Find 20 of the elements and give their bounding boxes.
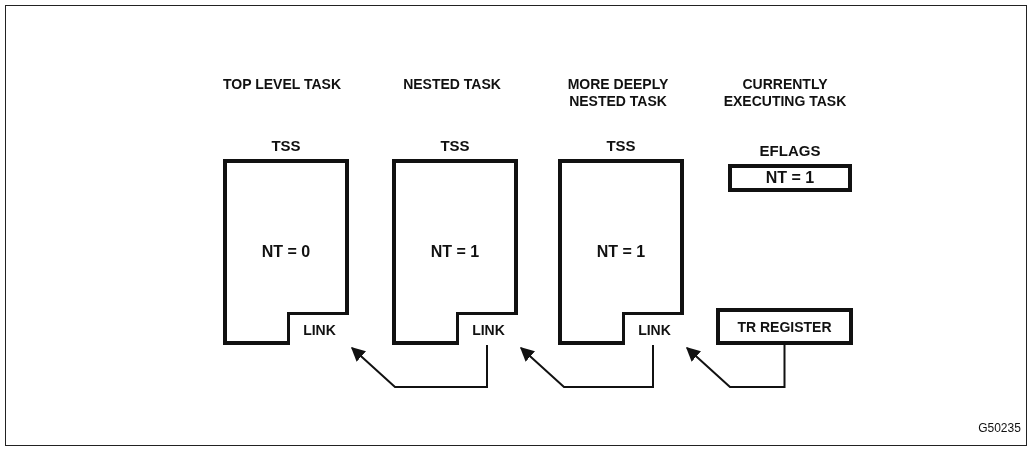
link-field: LINK <box>456 312 518 345</box>
nt-flag-value: NT = 1 <box>595 243 647 261</box>
link-arrow <box>350 344 488 388</box>
column-heading: CURRENTLY EXECUTING TASK <box>722 76 848 110</box>
nt-flag-value: NT = 1 <box>765 169 815 187</box>
column-heading: NESTED TASK <box>402 76 502 93</box>
column-heading: MORE DEEPLY NESTED TASK <box>566 76 670 110</box>
link-field: LINK <box>622 312 684 345</box>
column-heading: TOP LEVEL TASK <box>222 76 342 93</box>
link-arrow <box>519 344 654 388</box>
link-arrow <box>685 344 786 388</box>
nt-flag-value: NT = 0 <box>260 243 312 261</box>
tss-heading: TSS <box>439 137 471 154</box>
figure-number: G50235 <box>977 420 1022 437</box>
register-heading: EFLAGS <box>758 142 822 159</box>
tss-heading: TSS <box>605 137 637 154</box>
nt-flag-value: NT = 1 <box>429 243 481 261</box>
link-field: LINK <box>287 312 349 345</box>
tss-heading: TSS <box>270 137 302 154</box>
register-box: TR REGISTER <box>716 308 853 345</box>
